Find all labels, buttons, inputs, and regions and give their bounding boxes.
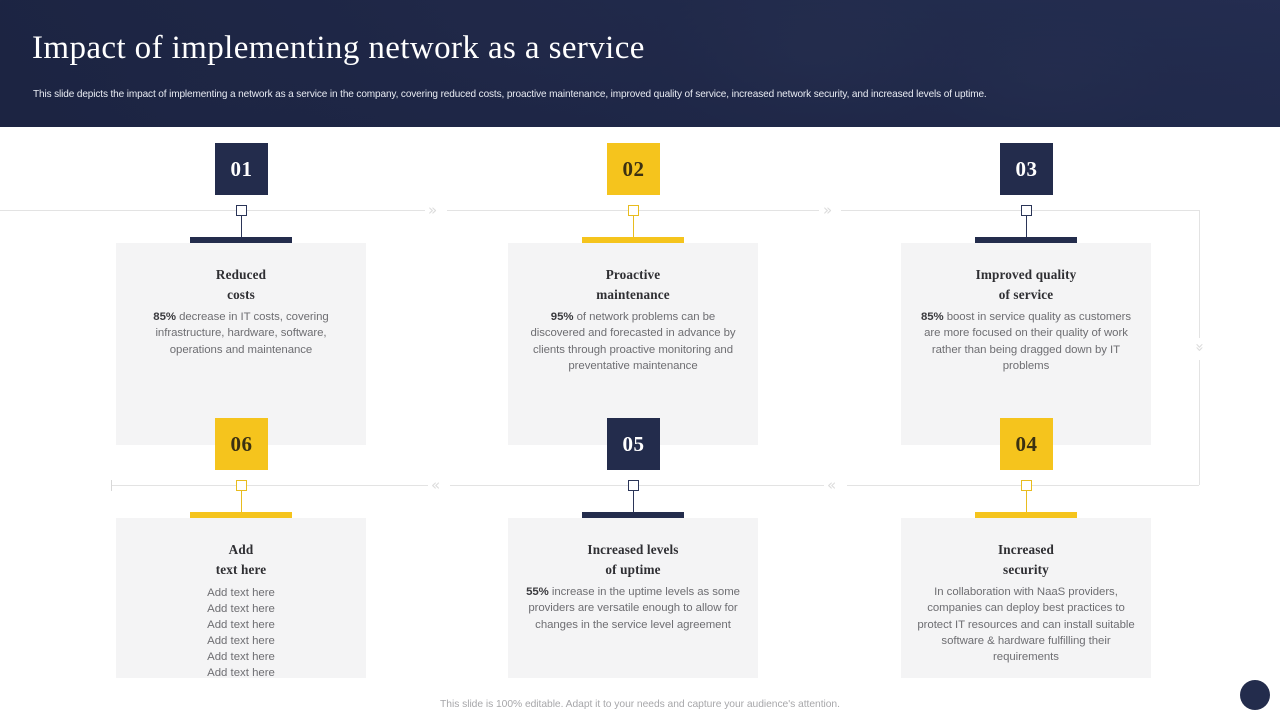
connector-stem-06 (241, 485, 242, 520)
card-title-line1-05: Increased levels (587, 542, 679, 557)
chevron-down-icon-right: » (1191, 339, 1209, 356)
card-title-01: Reduced costs (130, 265, 352, 305)
card-body-02: 95% of network problems can be discovere… (522, 309, 744, 374)
card-title-03: Improved quality of service (915, 265, 1137, 305)
card-stat-02: 95% (550, 311, 574, 324)
accent-bar-04 (975, 512, 1077, 518)
card-body-05: 55% increase in the uptime levels as som… (522, 584, 744, 633)
connector-knob-01 (236, 205, 247, 216)
card-body-04: In collaboration with NaaS providers, co… (915, 584, 1137, 665)
page-title: Impact of implementing network as a serv… (32, 30, 645, 66)
rail-top-right (841, 210, 1199, 211)
rail-bottom-left (112, 485, 428, 486)
card-body-01: 85% decrease in IT costs, covering infra… (130, 309, 352, 358)
footer-note: This slide is 100% editable. Adapt it to… (440, 699, 840, 710)
card-title-line1-03: Improved quality (975, 267, 1077, 282)
rail-right-upper (1199, 210, 1200, 338)
connector-stem-05 (633, 485, 634, 520)
number-badge-04[interactable]: 04 (1000, 418, 1053, 470)
card-stat-05: 55% (526, 586, 549, 599)
accent-bar-01 (190, 237, 292, 243)
number-badge-02[interactable]: 02 (607, 143, 660, 195)
card-title-line1-01: Reduced (215, 267, 267, 282)
number-badge-01[interactable]: 01 (215, 143, 268, 195)
card-text-05: increase in the uptime levels as some pr… (528, 586, 740, 631)
chevron-left-icon-bottom-2: « (428, 478, 444, 493)
connector-stem-02 (633, 210, 634, 245)
page-subtitle: This slide depicts the impact of impleme… (33, 89, 987, 100)
placeholder-line: Add text here (207, 619, 275, 632)
info-card-06[interactable]: Add text here Add text here Add text her… (116, 518, 366, 679)
accent-bar-03 (975, 237, 1077, 243)
card-title-line2-05: of uptime (605, 562, 661, 578)
number-badge-05[interactable]: 05 (607, 418, 660, 470)
card-title-line1-02: Proactive (605, 267, 661, 282)
card-stat-03: 85% (920, 311, 944, 324)
connector-knob-04 (1021, 480, 1032, 491)
placeholder-line: Add text here (207, 666, 275, 679)
rail-top-left (0, 210, 425, 211)
card-title-line2-01: costs (227, 287, 255, 303)
info-card-05[interactable]: Increased levels of uptime 55% increase … (508, 518, 758, 678)
accent-bar-06 (190, 512, 292, 518)
card-text-02: of network problems can be discovered an… (530, 311, 736, 372)
card-title-02: Proactive maintenance (522, 265, 744, 305)
placeholder-line: Add text here (207, 635, 275, 648)
connector-knob-02 (628, 205, 639, 216)
header-overlay (0, 0, 1280, 127)
number-badge-06[interactable]: 06 (215, 418, 268, 470)
number-badge-03[interactable]: 03 (1000, 143, 1053, 195)
rail-right-lower (1199, 360, 1200, 485)
accent-bar-05 (582, 512, 684, 518)
rail-endcap-left (111, 480, 112, 491)
accent-bar-02 (582, 237, 684, 243)
placeholder-line: Add text here (207, 603, 275, 616)
connector-knob-06 (236, 480, 247, 491)
card-title-line1-06: Add (228, 542, 254, 557)
corner-dot-decoration (1240, 680, 1270, 710)
card-title-line2-03: of service (998, 287, 1054, 303)
info-card-04[interactable]: Increased security In collaboration with… (901, 518, 1151, 678)
card-text-04: In collaboration with NaaS providers, co… (917, 586, 1135, 663)
chevron-left-icon-bottom-1: « (824, 478, 840, 493)
card-title-05: Increased levels of uptime (522, 540, 744, 580)
card-placeholder-lines-06: Add text here Add text here Add text her… (130, 586, 352, 682)
card-text-03: boost in service quality as customers ar… (924, 311, 1132, 372)
card-title-06: Add text here (130, 540, 352, 580)
connector-stem-01 (241, 210, 242, 245)
connector-stem-04 (1026, 485, 1027, 520)
info-card-03[interactable]: Improved quality of service 85% boost in… (901, 243, 1151, 445)
card-title-line2-06: text here (215, 562, 267, 578)
chevron-right-icon-top-1: » (425, 203, 441, 218)
card-body-03: 85% boost in service quality as customer… (915, 309, 1137, 374)
slide-header: Impact of implementing network as a serv… (0, 0, 1280, 127)
card-title-line1-04: Increased (997, 542, 1055, 557)
card-title-line2-04: security (1003, 562, 1049, 578)
connector-knob-03 (1021, 205, 1032, 216)
card-title-line2-02: maintenance (596, 287, 670, 303)
card-stat-01: 85% (153, 311, 176, 324)
info-card-01[interactable]: Reduced costs 85% decrease in IT costs, … (116, 243, 366, 445)
chevron-right-icon-top-2: » (820, 203, 836, 218)
card-text-01: decrease in IT costs, covering infrastru… (155, 311, 329, 356)
connector-stem-03 (1026, 210, 1027, 245)
placeholder-line: Add text here (207, 651, 275, 663)
connector-knob-05 (628, 480, 639, 491)
placeholder-line: Add text here (207, 587, 275, 600)
card-title-04: Increased security (915, 540, 1137, 580)
info-card-02[interactable]: Proactive maintenance 95% of network pro… (508, 243, 758, 445)
